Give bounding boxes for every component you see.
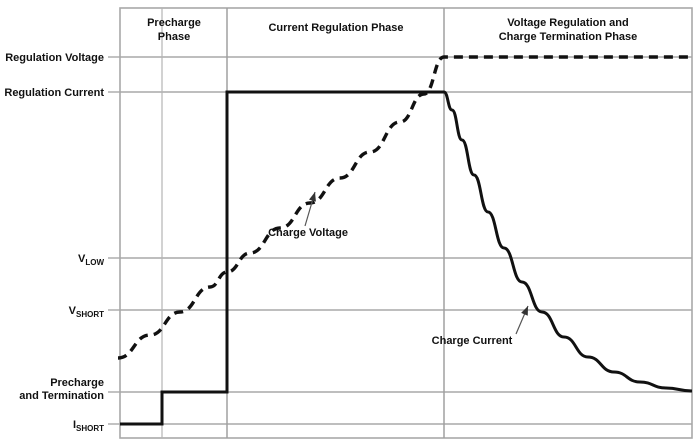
phase-dividers bbox=[161, 8, 445, 438]
annotation-charge-current: Charge Current bbox=[432, 305, 529, 347]
axis-label-v_short: VSHORT bbox=[69, 305, 104, 319]
axis-label-i_short: ISHORT bbox=[73, 419, 104, 433]
annotation-charge-voltage: Charge Voltage bbox=[268, 191, 348, 239]
data-series bbox=[117, 55, 693, 426]
axis-tick-marks bbox=[108, 56, 120, 425]
chart-frame bbox=[119, 7, 693, 439]
leader-arrowhead-charge-current bbox=[521, 306, 528, 316]
annotation-label-charge-current: Charge Current bbox=[432, 335, 513, 347]
series-charge-current bbox=[120, 90, 693, 426]
series-charge-voltage bbox=[117, 55, 692, 360]
axis-label-regulation_voltage: Regulation Voltage bbox=[5, 52, 104, 64]
leader-arrowhead-charge-voltage bbox=[309, 192, 316, 202]
phase-label-current-regulation: Current Regulation Phase bbox=[268, 22, 403, 34]
annotation-label-charge-voltage: Charge Voltage bbox=[268, 227, 348, 239]
axis-label-regulation_current: Regulation Current bbox=[4, 87, 104, 99]
axis-label-v_low: VLOW bbox=[78, 253, 104, 267]
